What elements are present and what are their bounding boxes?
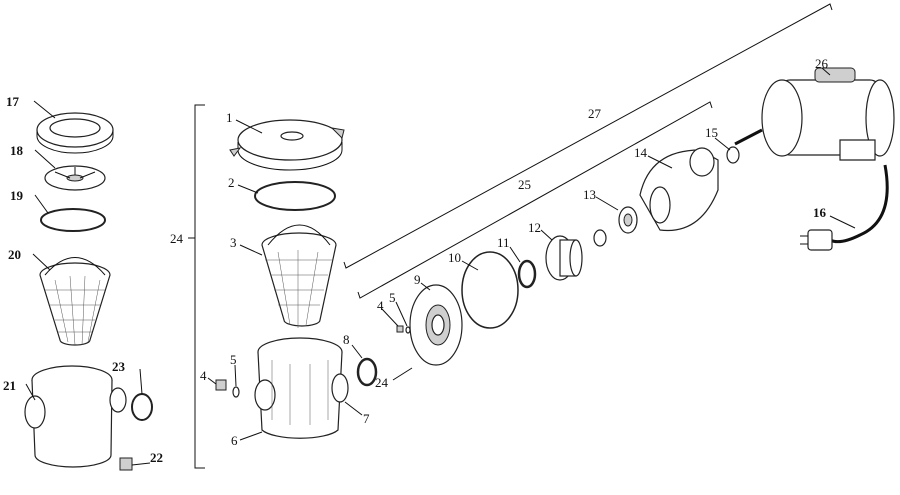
part-20-basket (39, 257, 111, 346)
right-assembly (343, 3, 895, 381)
label-1: 1 (226, 110, 233, 125)
part-12-impeller (545, 235, 583, 281)
label-11: 11 (497, 235, 510, 250)
part-11-wear-ring (517, 259, 537, 289)
label-21: 21 (3, 378, 16, 393)
label-23: 23 (112, 359, 126, 374)
part-9-diffuser (409, 284, 463, 366)
part-5-o-ring (232, 386, 240, 398)
label-9: 9 (414, 272, 421, 287)
part-18-cover (44, 165, 106, 191)
label-6: 6 (231, 433, 238, 448)
part-22-drain-plug (119, 457, 133, 471)
part-26-motor (734, 67, 895, 161)
part-23-o-ring (131, 393, 153, 421)
label-13: 13 (583, 187, 596, 202)
label-5-left: 5 (230, 352, 237, 367)
part-2-o-ring (254, 181, 336, 211)
part-labels: 17 18 19 20 21 22 23 1 2 3 24 4 5 6 7 8 … (3, 56, 829, 465)
label-24-left: 24 (170, 231, 184, 246)
label-5-right: 5 (389, 290, 396, 305)
part-14-seal-plate (639, 147, 719, 232)
label-4-left: 4 (200, 368, 207, 383)
label-26: 26 (815, 56, 829, 71)
label-16: 16 (813, 205, 827, 220)
label-14: 14 (634, 145, 648, 160)
label-18: 18 (10, 143, 24, 158)
part-1-lid (229, 119, 345, 171)
part-15-seal (726, 146, 740, 164)
part-19-o-ring (40, 208, 106, 232)
label-7: 7 (363, 411, 370, 426)
label-24-right: 24 (375, 375, 389, 390)
label-10: 10 (448, 250, 461, 265)
middle-assembly (188, 104, 378, 469)
part-3-basket (261, 224, 337, 328)
label-3: 3 (230, 235, 237, 250)
part-4-5-screws (396, 325, 411, 334)
label-15: 15 (705, 125, 718, 140)
part-6-housing (254, 337, 349, 439)
part-21-housing (24, 365, 127, 468)
label-19: 19 (10, 188, 24, 203)
label-4-right: 4 (377, 298, 384, 313)
label-20: 20 (8, 247, 21, 262)
part-4-plug (215, 379, 227, 391)
label-12: 12 (528, 220, 541, 235)
label-25: 25 (518, 177, 531, 192)
label-22: 22 (150, 450, 163, 465)
part-17-lock-ring (36, 112, 114, 154)
part-13-seal (593, 206, 638, 247)
label-8: 8 (343, 332, 350, 347)
label-2: 2 (228, 175, 235, 190)
label-17: 17 (6, 94, 20, 109)
label-27: 27 (588, 106, 602, 121)
part-8-gasket (356, 357, 378, 387)
part-16-cord (800, 164, 889, 251)
part-10-o-ring (461, 251, 519, 329)
left-assembly (24, 100, 153, 471)
